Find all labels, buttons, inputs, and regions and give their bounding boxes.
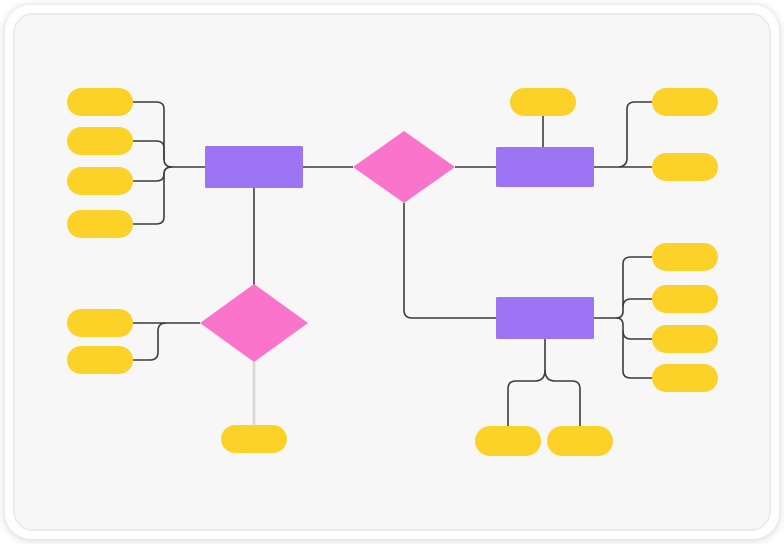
diagram-panel — [13, 13, 771, 531]
connector-tl1-bracket — [133, 101, 205, 168]
connector-rect2-pill-rb1 — [618, 101, 652, 168]
topic-pill-rc-2[interactable] — [652, 285, 718, 313]
topic-pill-rc-3[interactable] — [652, 325, 718, 353]
process-rect-2[interactable] — [496, 147, 594, 187]
connector-diamond1-rect3 — [403, 203, 496, 319]
topic-pill-tl-2[interactable] — [67, 127, 133, 155]
connector-bracket-pill-rc4 — [615, 317, 652, 379]
connector-bracket-pill-rc2 — [622, 298, 652, 308]
connector-pill-bl2-diamond2 — [133, 322, 167, 361]
diagram-card[interactable] — [5, 5, 779, 539]
topic-pill-bc-1[interactable] — [475, 426, 541, 456]
decision-diamond-2[interactable] — [200, 284, 308, 362]
decision-diamond-1[interactable] — [353, 131, 455, 203]
topic-pill-bl-1[interactable] — [67, 309, 133, 337]
topic-pill-rc-4[interactable] — [652, 364, 718, 392]
topic-pill-bl-2[interactable] — [67, 346, 133, 374]
process-rect-1[interactable] — [205, 146, 303, 188]
process-rect-3[interactable] — [496, 297, 594, 339]
topic-pill-rb-1[interactable] — [652, 88, 718, 116]
connector-bracket-pill-rc1 — [615, 256, 652, 319]
connector-tl2-bracket — [133, 140, 165, 160]
connector-rect3-pill-bc1 — [507, 339, 546, 426]
connector-bracket-pill-rc3 — [622, 330, 652, 340]
connector-rect3-pill-bc2 — [544, 369, 581, 426]
topic-pill-tl-4[interactable] — [67, 210, 133, 238]
topic-pill-bc-2[interactable] — [547, 426, 613, 456]
connector-tl4-bracket — [133, 166, 173, 225]
topic-pill-tl-1[interactable] — [67, 88, 133, 116]
topic-pill-top[interactable] — [510, 88, 576, 116]
topic-pill-tl-3[interactable] — [67, 167, 133, 195]
topic-pill-rc-1[interactable] — [652, 243, 718, 271]
topic-pill-d2-child[interactable] — [221, 425, 287, 453]
topic-pill-rb-2[interactable] — [652, 153, 718, 181]
